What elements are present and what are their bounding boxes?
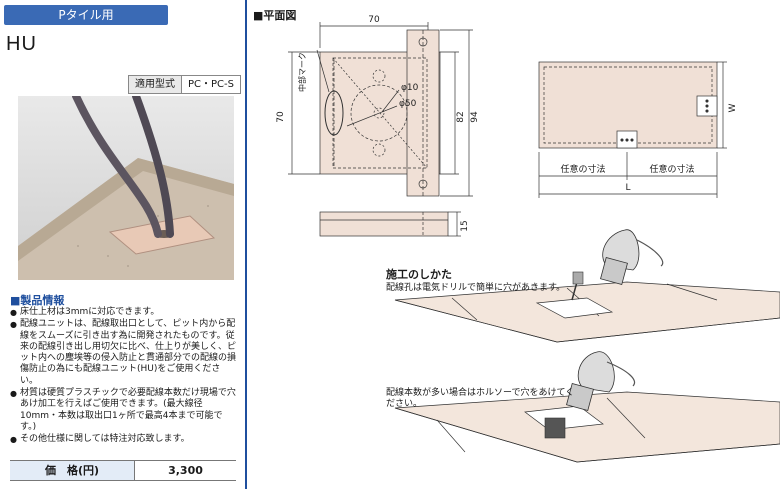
product-info-item: 配線ユニットは、配線取出口として、ピット内から配線をスムーズに引き出す為に開発さ… [10, 319, 238, 387]
plan-view-title: ■平面図 [253, 9, 297, 22]
price-value: 3,300 [168, 464, 203, 477]
dim-15: 15 [460, 220, 470, 231]
applicable-type-label: 適用型式 [129, 76, 182, 93]
dim-W: W [728, 103, 738, 112]
plan-drawing: 70 70 82 94 15 φ50 φ10 中部マーク 任意の寸法 任意の寸法… [276, 15, 780, 463]
dim-82: 82 [456, 111, 466, 122]
dim-L: L [625, 183, 630, 193]
arbitrary-dim-1: 任意の寸法 [560, 163, 605, 175]
model-name: HU [6, 33, 37, 55]
construction-step2: 配線本数が多い場合はホルソーで穴をあけてください。 [386, 388, 575, 409]
dim-phi50: φ50 [399, 99, 417, 109]
arbitrary-dim-2: 任意の寸法 [649, 163, 694, 175]
product-photo [18, 96, 234, 280]
dim-phi10: φ10 [401, 83, 419, 93]
center-mark-label: 中部マーク [297, 52, 307, 92]
product-info-item: 材質は硬質プラスチックで必要配線本数だけ現場で穴あけ加工を行えばご使用できます。… [10, 388, 238, 433]
product-info-item: 床仕上材は3mmに対応できます。 [10, 307, 238, 319]
dim-width-70: 70 [368, 15, 380, 25]
construction-step1: 配線孔は電気ドリルで簡単に穴があきます。 [386, 283, 566, 293]
dim-height-70: 70 [276, 111, 286, 123]
price-label: 価 格(円) [10, 461, 135, 480]
drill-illustration-1 [571, 229, 664, 301]
product-info-item: その他仕様に関しては特注対応致します。 [10, 434, 238, 446]
product-info-title: ■製品情報 [10, 294, 65, 307]
applicable-type-value: PC・PC-S [182, 76, 240, 93]
drill-illustration-2 [544, 351, 636, 439]
product-info-list: 床仕上材は3mmに対応できます。 配線ユニットは、配線取出口として、ピット内から… [10, 307, 238, 447]
applicable-type-box: 適用型式 PC・PC-S [128, 75, 241, 94]
section-divider [245, 0, 247, 489]
dim-94: 94 [470, 111, 480, 123]
construction-title: 施工のしかた [386, 268, 452, 281]
category-tab: Pタイル用 [4, 5, 168, 25]
price-row: 価 格(円) 3,300 [10, 460, 236, 481]
